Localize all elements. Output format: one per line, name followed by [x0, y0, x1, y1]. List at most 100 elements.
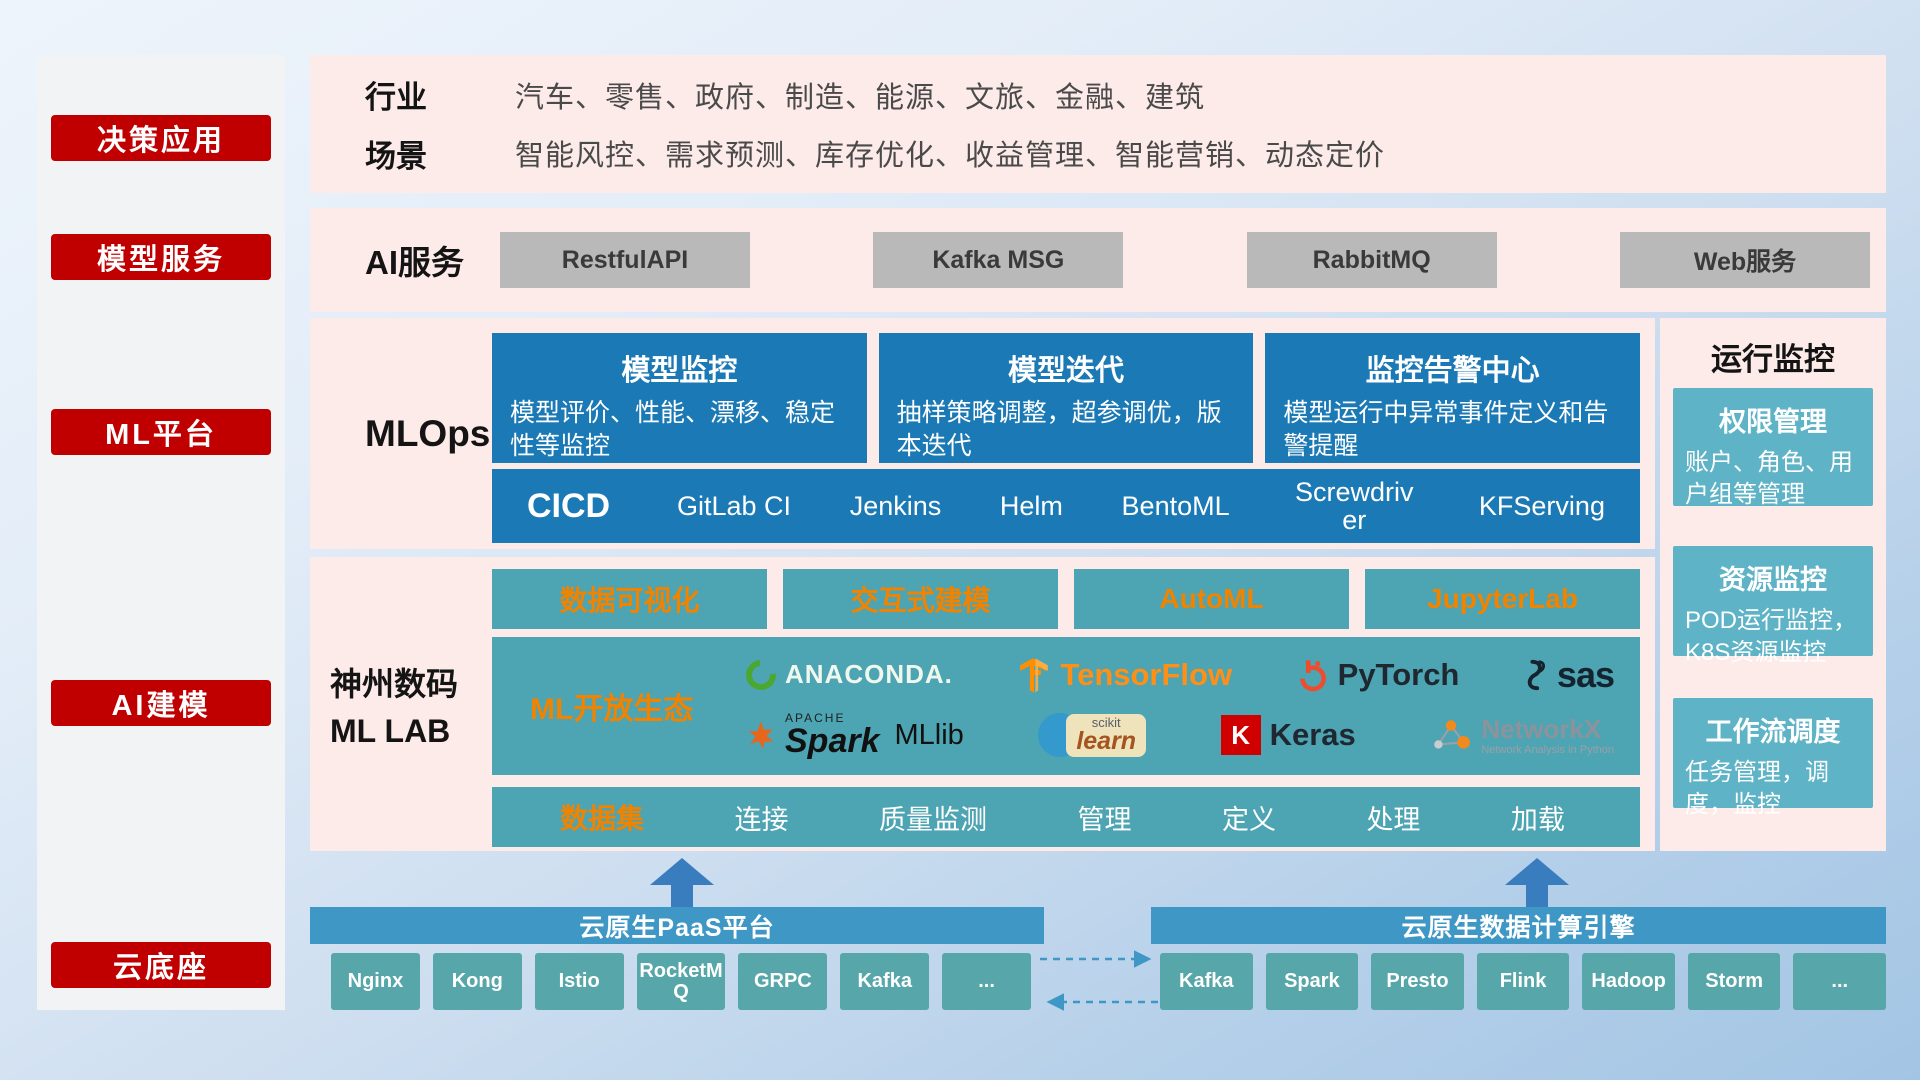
permission-management-card: 权限管理 账户、角色、用户组等管理 [1673, 388, 1873, 508]
exchange-dashed-arrows-icon [1040, 950, 1158, 1011]
model-monitoring-card: 模型监控 模型评价、性能、漂移、稳定性等监控 [492, 333, 867, 463]
grpc-chip: GRPC [738, 953, 828, 1010]
cicd-row: CICD GitLab CI Jenkins Helm BentoML Scre… [492, 469, 1640, 543]
define-label: 定义 [1221, 804, 1276, 835]
industry-scenario-band: 行业 汽车、零售、政府、制造、能源、文旅、金融、建筑 场景 智能风控、需求预测、… [310, 55, 1886, 193]
nginx-chip: Nginx [331, 953, 420, 1010]
ecosystem-logos-row2: APACHE Spark MLlib scikit learn K [732, 712, 1628, 758]
screwdriver-item: Screwdriver [1295, 476, 1414, 535]
kafka-chip: Kafka [840, 953, 930, 1010]
sidebar-item-ai-modeling: AI建模 [51, 680, 271, 726]
card-desc: 账户、角色、用户组等管理 [1685, 449, 1853, 509]
scenario-label: 场景 [365, 138, 427, 174]
industry-list: 汽车、零售、政府、制造、能源、文旅、金融、建筑 [515, 81, 1206, 114]
kfserving-item: KFServing [1478, 490, 1605, 521]
model-iteration-card: 模型迭代 抽样策略调整，超参调优，版本迭代 [878, 333, 1254, 463]
mlops-label: MLOps [365, 412, 491, 454]
cloud-compute-bar: 云原生数据计算引擎 [1151, 907, 1886, 944]
mllab-tools: 数据可视化 交互式建模 AutoML JupyterLab [492, 569, 1640, 629]
spark-wordmark: APACHE Spark [785, 712, 880, 758]
rocketmq-chip: RocketMQ [636, 953, 726, 1010]
networkx-subtitle: Network Analysis in Python [1481, 743, 1614, 756]
networkx-logo: NetworkX Network Analysis in Python [1430, 715, 1614, 756]
more-chip: ... [942, 953, 1032, 1010]
presto-chip: Presto [1371, 953, 1464, 1010]
restfulapi-button: RestfulAPI [500, 232, 750, 288]
mllab-label-line2: ML LAB [330, 712, 451, 749]
spark-chip: Spark [1265, 953, 1359, 1010]
runtime-monitor-panel: 运行监控 权限管理 账户、角色、用户组等管理 资源监控 POD运行监控，K8S资… [1660, 318, 1886, 851]
ai-service-buttons: RestfulAPI Kafka MSG RabbitMQ Web服务 [500, 232, 1870, 288]
scikit-text: scikit [1091, 715, 1121, 731]
more-chip: ... [1793, 953, 1887, 1010]
card-title: 工作流调度 [1705, 717, 1841, 747]
scikit-learn-wordmark: scikit learn [1066, 714, 1147, 758]
networkx-text: NetworkX [1481, 713, 1602, 744]
manage-label: 管理 [1077, 804, 1132, 835]
keras-icon: K [1220, 715, 1261, 756]
helm-item: Helm [999, 490, 1063, 521]
kafka-chip: Kafka [1160, 953, 1253, 1010]
card-title: 资源监控 [1719, 565, 1827, 595]
runtime-monitor-title: 运行监控 [1711, 342, 1835, 377]
anaconda-text: ANACONDA. [785, 659, 953, 690]
ml-ecosystem-label: ML开放生态 [530, 693, 694, 726]
up-arrow-icon [650, 858, 714, 907]
mllab-label: 神州数码 ML LAB [330, 557, 495, 851]
card-desc: POD运行监控，K8S资源监控 [1685, 607, 1858, 667]
dataset-pipeline-row: 数据集 连接 质量监测 管理 定义 处理 加载 [492, 787, 1640, 847]
pytorch-logo: PyTorch [1297, 657, 1459, 693]
gitlab-ci-item: GitLab CI [677, 490, 792, 521]
sidebar-item-model-service: 模型服务 [51, 234, 271, 280]
automl-button: AutoML [1074, 569, 1349, 629]
istio-chip: Istio [534, 953, 624, 1010]
ml-open-ecosystem-box: ML开放生态 ANACONDA. TensorFlow [492, 637, 1640, 775]
sidebar-item-cloud-base: 云底座 [51, 942, 271, 988]
card-title: 模型监控 [621, 355, 738, 387]
compute-components: Kafka Spark Presto Flink Hadoop Storm ..… [1160, 953, 1887, 1010]
ai-service-label: AI服务 [365, 244, 464, 281]
networkx-wordmark: NetworkX Network Analysis in Python [1481, 715, 1614, 756]
card-desc: 任务管理，调度，监控 [1685, 759, 1829, 819]
card-desc: 抽样策略调整，超参调优，版本迭代 [896, 399, 1222, 460]
cicd-tools: GitLab CI Jenkins Helm BentoML Screwdriv… [677, 478, 1605, 535]
ai-service-band: AI服务 RestfulAPI Kafka MSG RabbitMQ Web服务 [310, 208, 1886, 312]
sas-logo: sas [1524, 653, 1615, 696]
mllib-text: MLlib [894, 718, 964, 751]
paas-components: Nginx Kong Istio RocketMQ GRPC Kafka ... [331, 953, 1032, 1010]
cloud-paas-bar: 云原生PaaS平台 [310, 907, 1044, 944]
mlops-cards: 模型监控 模型评价、性能、漂移、稳定性等监控 模型迭代 抽样策略调整，超参调优，… [492, 333, 1641, 463]
anaconda-logo: ANACONDA. [739, 653, 953, 696]
data-visualization-button: 数据可视化 [492, 569, 767, 629]
flink-chip: Flink [1476, 953, 1570, 1010]
process-label: 处理 [1366, 804, 1421, 835]
interactive-modeling-button: 交互式建模 [783, 569, 1058, 629]
sas-text: sas [1556, 653, 1615, 695]
sidebar-item-decision-apps: 决策应用 [51, 115, 271, 161]
tensorflow-logo: TensorFlow [1017, 657, 1232, 693]
industry-row: 行业 汽车、零售、政府、制造、能源、文旅、金融、建筑 [310, 72, 1886, 117]
spark-mllib-logo: APACHE Spark MLlib [746, 712, 964, 758]
card-title: 监控告警中心 [1365, 355, 1540, 387]
connect-label: 连接 [734, 804, 789, 835]
spark-text: Spark [785, 722, 880, 761]
tensorflow-icon [1020, 658, 1049, 693]
anaconda-icon [739, 653, 783, 696]
card-desc: 模型评价、性能、漂移、稳定性等监控 [510, 399, 836, 460]
scenario-list: 智能风控、需求预测、库存优化、收益管理、智能营销、动态定价 [515, 140, 1386, 173]
mllab-band: 神州数码 ML LAB 数据可视化 交互式建模 AutoML JupyterLa… [310, 557, 1655, 851]
cicd-label: CICD [527, 486, 611, 525]
keras-text: Keras [1269, 717, 1356, 753]
spark-top-text: APACHE [785, 711, 846, 726]
up-arrow-icon [1505, 858, 1569, 907]
alert-center-card: 监控告警中心 模型运行中异常事件定义和告警提醒 [1265, 333, 1641, 463]
pytorch-icon [1299, 659, 1326, 691]
learn-text: learn [1076, 727, 1137, 756]
card-desc: 模型运行中异常事件定义和告警提醒 [1283, 399, 1609, 460]
resource-monitoring-card: 资源监控 POD运行监控，K8S资源监控 [1673, 546, 1873, 666]
scenario-row: 场景 智能风控、需求预测、库存优化、收益管理、智能营销、动态定价 [310, 131, 1886, 176]
sidebar-item-ml-platform: ML平台 [51, 409, 271, 455]
kafka-msg-button: Kafka MSG [873, 232, 1124, 288]
ecosystem-logos: ANACONDA. TensorFlow [732, 637, 1628, 775]
card-title: 模型迭代 [1008, 355, 1125, 387]
